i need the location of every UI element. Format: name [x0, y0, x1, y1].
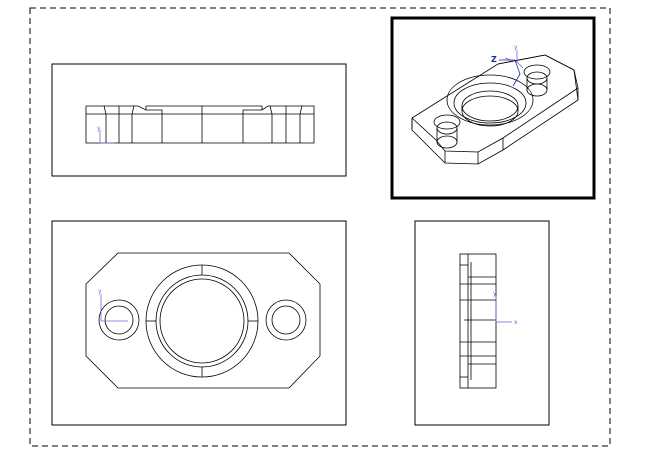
sheet-border — [29, 7, 611, 447]
top-view-frame — [51, 63, 347, 177]
top-view-geometry — [85, 105, 315, 144]
top-view-axis-y: y — [97, 125, 101, 132]
isometric-view-geometry — [411, 54, 579, 165]
front-view-geometry — [85, 252, 321, 389]
side-view-geometry — [459, 253, 497, 389]
isometric-view-frame-selected — [390, 16, 596, 200]
side-view-axis-y: y — [493, 290, 497, 297]
front-view-axis-y: y — [98, 288, 102, 295]
isometric-view[interactable]: Z y — [390, 16, 596, 200]
isometric-view-dimension — [499, 59, 521, 87]
front-view[interactable]: y — [51, 220, 347, 426]
front-view-frame — [51, 220, 347, 426]
side-view-frame — [414, 220, 550, 426]
side-view-axis-triad — [495, 296, 512, 323]
side-view-axis-x: x — [514, 319, 518, 326]
top-view[interactable]: y — [51, 63, 347, 177]
side-view[interactable]: y x — [414, 220, 550, 426]
top-view-axis-triad — [99, 130, 114, 144]
isometric-view-dimension-label: Z — [491, 55, 497, 64]
front-view-axis-triad — [100, 294, 128, 322]
isometric-view-axis-y: y — [514, 44, 518, 51]
